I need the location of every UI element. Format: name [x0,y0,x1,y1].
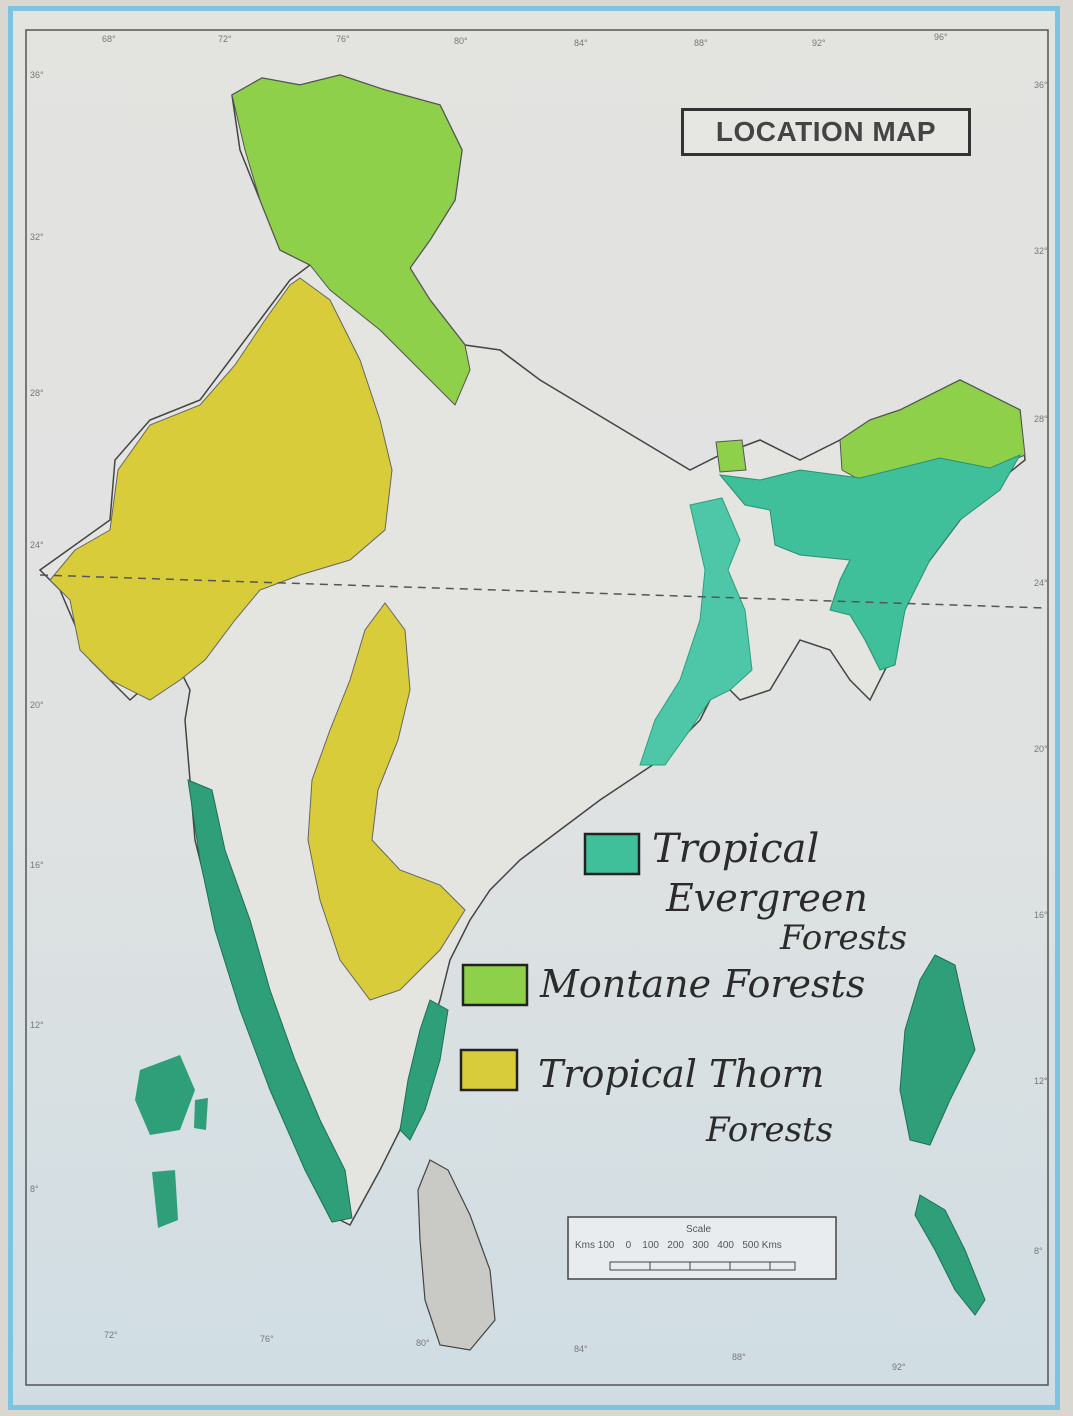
legend-label-evergreen-2: Evergreen [666,876,868,920]
lat-label-right: 24° [1034,578,1048,588]
montane-north [231,74,471,406]
lat-label-left: 32° [30,232,44,242]
legend-label-evergreen-1: Tropical [652,826,820,872]
lon-label-top: 68° [102,34,116,44]
evergreen-east-coast [399,999,449,1141]
lat-label-left: 24° [30,540,44,550]
legend-swatch-evergreen [583,832,641,876]
legend-swatch-thorn [459,1048,519,1092]
legend-label-evergreen-3: Forests [780,918,908,958]
lat-label-right: 28° [1034,414,1048,424]
lon-label-bottom: 84° [574,1344,588,1354]
evergreen-lakshadweep-small [194,1098,208,1130]
scale-bar [609,1261,796,1271]
thorn-northwest [49,277,393,701]
scale-box [567,1216,837,1280]
lon-label-top: 88° [694,38,708,48]
lon-label-bottom: 80° [416,1338,430,1348]
lat-label-right: 36° [1034,80,1048,90]
scale-text: Kms 100 0 100 200 300 400 500 Kms [575,1240,782,1251]
lat-label-right: 32° [1034,246,1048,256]
lat-label-left: 36° [30,70,44,80]
lon-label-top: 84° [574,38,588,48]
evergreen-andaman [899,954,976,1146]
map-frame [25,29,1049,1386]
lon-label-bottom: 72° [104,1330,118,1340]
lat-label-right: 16° [1034,910,1048,920]
legend-label-thorn-1: Tropical Thorn [538,1052,825,1096]
lon-label-top: 80° [454,36,468,46]
legend-swatch-montane [461,963,529,1007]
montane-sikkim [715,439,747,473]
lon-label-bottom: 76° [260,1334,274,1344]
evergreen-northeast [718,453,1022,671]
map-title: LOCATION MAP [681,108,971,156]
evergreen-minicoy [152,1170,178,1228]
lat-label-right: 12° [1034,1076,1048,1086]
lon-label-top: 76° [336,34,350,44]
lat-label-left: 16° [30,860,44,870]
lat-label-left: 8° [30,1184,39,1194]
legend-label-thorn-2: Forests [706,1110,834,1150]
lat-label-right: 20° [1034,744,1048,754]
lon-label-top: 92° [812,38,826,48]
lon-label-top: 72° [218,34,232,44]
lat-label-right: 8° [1034,1246,1043,1256]
lon-label-top: 96° [934,32,948,42]
scale-title: Scale [686,1224,712,1235]
evergreen-bengal [639,497,753,766]
lon-label-bottom: 88° [732,1352,746,1362]
lat-label-left: 28° [30,388,44,398]
lat-label-left: 12° [30,1020,44,1030]
thorn-deccan [307,602,466,1001]
srilanka [417,1159,496,1351]
lon-label-bottom: 92° [892,1362,906,1372]
evergreen-nicobar [914,1194,986,1316]
legend-label-montane: Montane Forests [540,962,866,1006]
evergreen-lakshadweep [135,1055,195,1135]
lat-label-left: 20° [30,700,44,710]
evergreen-western-ghats [187,779,353,1223]
